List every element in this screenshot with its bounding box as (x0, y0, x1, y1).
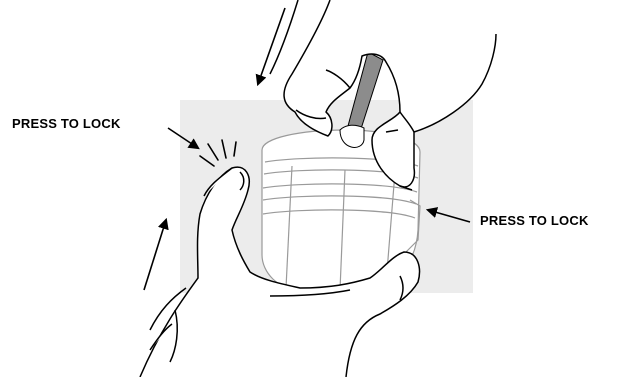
press-to-lock-label-right: PRESS TO LOCK (480, 213, 589, 228)
press-to-lock-label-left: PRESS TO LOCK (12, 116, 121, 131)
arrow-up-icon (144, 220, 166, 290)
